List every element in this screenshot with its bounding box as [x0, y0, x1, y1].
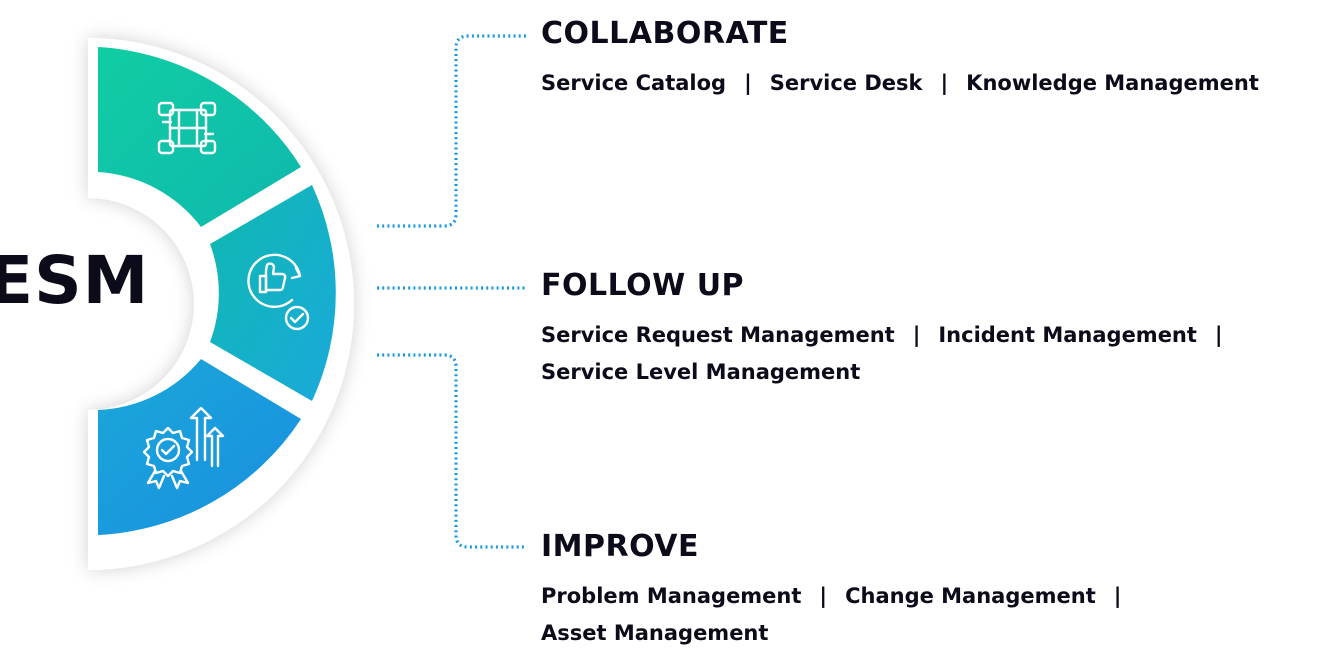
segment-improve: [98, 359, 301, 535]
segment-follow-up: [210, 185, 336, 401]
gear-badge-arrows-icon: [142, 406, 225, 490]
item-knowledge-management: Knowledge Management: [966, 71, 1259, 95]
connector-improve: [377, 353, 526, 549]
separator: |: [940, 71, 949, 95]
segment-collaborate: [98, 47, 301, 227]
connector-collaborate: [377, 34, 526, 228]
connectors: [377, 34, 526, 549]
branch-items: Problem Management | Change Management | As…: [541, 578, 1139, 652]
branch-items: Service Request Management | Incident Mana…: [541, 317, 1241, 391]
branch-items: Service Catalog | Service Desk | Knowledge M…: [541, 65, 1259, 102]
branch-follow-up: FOLLOW UP Service Request Management | Inc…: [541, 271, 1241, 391]
branch-title: COLLABORATE: [541, 16, 789, 51]
item-service-catalog: Service Catalog: [541, 71, 727, 95]
item-service-level-management: Service Level Management: [541, 360, 861, 384]
separator: |: [1214, 323, 1223, 347]
item-incident-management: Incident Management: [938, 323, 1197, 347]
handshake-squares-icon: [157, 101, 217, 155]
branch-improve: IMPROVE Problem Management | Change Manage…: [541, 532, 1139, 652]
item-asset-management: Asset Management: [541, 621, 769, 645]
item-line: Problem Management | Change Management |: [541, 578, 1139, 615]
thumbs-up-check-icon: [247, 253, 310, 331]
item-service-desk: Service Desk: [769, 71, 923, 95]
separator: |: [744, 71, 752, 95]
item-line: Service Request Management | Incident Mana…: [541, 317, 1241, 354]
branch-title: IMPROVE: [541, 529, 700, 564]
separator: |: [912, 323, 921, 347]
item-line: Asset Management: [541, 615, 1139, 652]
center-label: ESM: [0, 242, 150, 319]
separator: |: [1113, 584, 1122, 608]
branch-collaborate: COLLABORATE Service Catalog | Service Desk…: [541, 19, 1259, 102]
item-service-request-management: Service Request Management: [541, 323, 895, 347]
item-line: Service Catalog | Service Desk | Knowledge M…: [541, 65, 1259, 102]
separator: |: [819, 584, 828, 608]
item-problem-management: Problem Management: [541, 584, 802, 608]
branch-title: FOLLOW UP: [541, 268, 745, 303]
item-line: Service Level Management: [541, 354, 1241, 391]
item-change-management: Change Management: [845, 584, 1096, 608]
